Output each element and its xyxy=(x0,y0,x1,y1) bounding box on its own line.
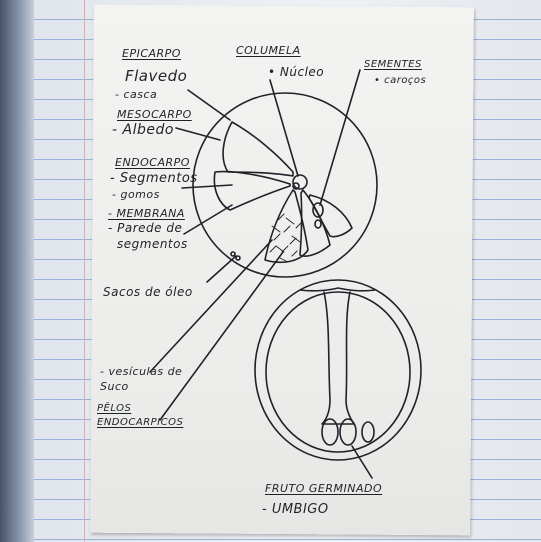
label-endocarpo: ENDOCARPO xyxy=(115,157,190,168)
label-gomos: - gomos xyxy=(112,189,160,200)
label-columela: COLUMELA xyxy=(236,45,301,56)
label-albedo: - Albedo xyxy=(112,123,174,137)
label-nucleo: • Núcleo xyxy=(268,66,324,78)
label-sementes: SEMENTES xyxy=(364,60,422,70)
label-segmentos: - Segmentos xyxy=(110,172,198,185)
label-umbigo: - UMBIGO xyxy=(262,503,329,516)
label-vesiculas-de: - vesículas de xyxy=(100,366,182,377)
label-suco: Suco xyxy=(100,381,129,392)
segment-left xyxy=(214,172,290,210)
label-flavedo: Flavedo xyxy=(125,69,187,84)
label-parede-de: - Parede de xyxy=(108,222,182,234)
label-caroços: • caroços xyxy=(374,76,426,86)
label-epicarpo: EPICARPO xyxy=(122,48,181,59)
label-endocarpicos: ENDOCARPICOS xyxy=(97,418,183,428)
label-fruto-germinado: FRUTO GERMINADO xyxy=(265,483,382,494)
label-pelos: PÊLOS xyxy=(97,404,131,414)
segment-top xyxy=(223,122,293,176)
label-mesocarpo: MESOCARPO xyxy=(117,109,192,120)
label-segmentos-2: segmentos xyxy=(117,238,188,250)
label-membrana: - MEMBRANA xyxy=(108,208,185,219)
label-casca: - casca xyxy=(115,89,157,100)
label-sacos-de-oleo: Sacos de óleo xyxy=(103,286,193,298)
